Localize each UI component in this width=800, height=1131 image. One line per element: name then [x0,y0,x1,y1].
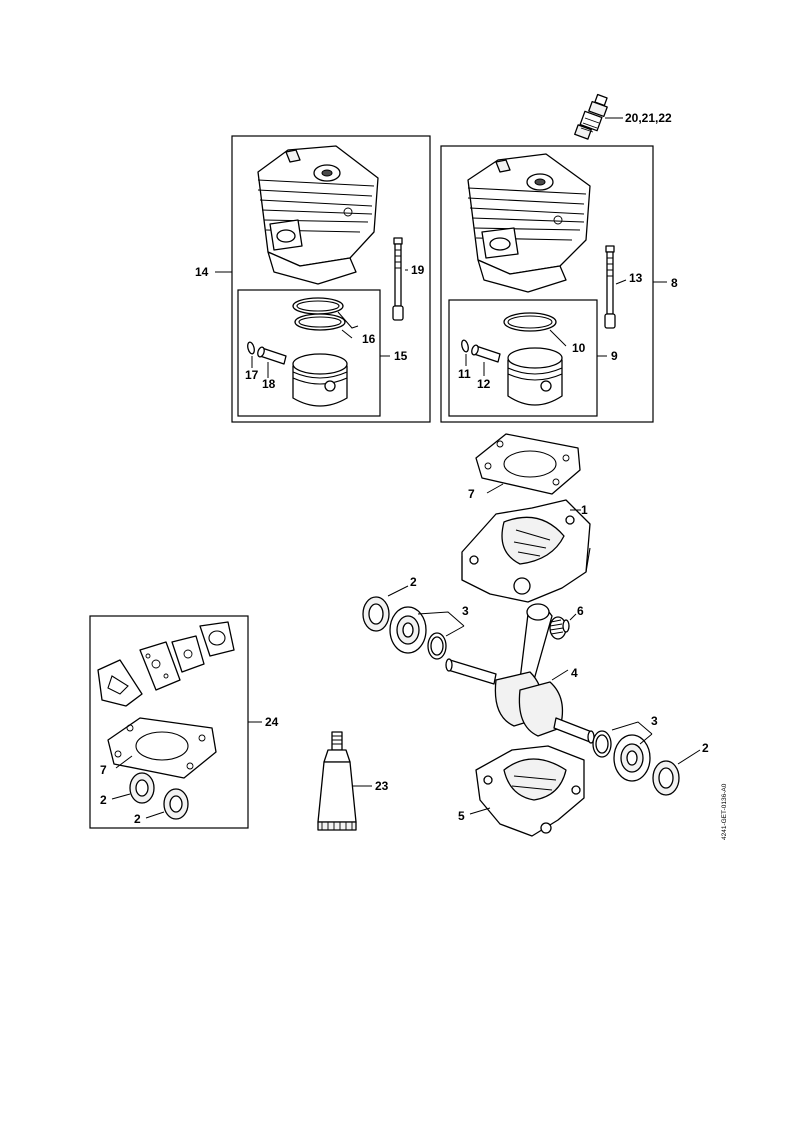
label-9: 9 [611,349,618,363]
piston-left[interactable] [292,353,348,407]
piston-rings-16[interactable] [292,297,346,331]
box-piston-kit-9 [448,299,598,417]
box-cylinder-assembly-8 [440,145,654,423]
label-3a: 3 [462,604,469,618]
label-13: 13 [629,271,643,285]
circlip-17[interactable] [247,341,256,355]
label-7a: 7 [468,487,475,501]
gasket-set-items[interactable] [97,621,235,779]
cylinder-screw-13[interactable] [604,245,616,329]
oil-seal-2-lower[interactable] [652,760,680,796]
crankshaft-4[interactable] [445,603,595,744]
label-2c: 2 [100,793,107,807]
label-6: 6 [577,604,584,618]
washer-3-lower[interactable] [592,730,612,758]
label-1: 1 [581,503,588,517]
piston-ring-10[interactable] [503,312,557,332]
oil-seal-2-set-b[interactable] [163,788,189,820]
label-5: 5 [458,809,465,823]
label-8: 8 [671,276,678,290]
label-16: 16 [362,332,376,346]
label-10: 10 [572,341,586,355]
cylinder-8[interactable] [467,153,591,293]
label-7b: 7 [100,763,107,777]
label-23: 23 [375,779,389,793]
label-2a: 2 [410,575,417,589]
label-18: 18 [262,377,276,391]
ball-bearing-3-upper[interactable] [389,606,427,654]
washer-3-upper[interactable] [427,632,447,660]
label-19: 19 [411,263,425,277]
label-2b: 2 [702,741,709,755]
label-12: 12 [477,377,491,391]
label-20-21-22: 20,21,22 [625,111,672,125]
label-2d: 2 [134,812,141,826]
crankcase-half-1[interactable] [461,499,591,603]
piston-right[interactable] [507,347,563,406]
piston-pin-12[interactable] [471,344,501,363]
box-cylinder-assembly-14 [231,135,431,423]
drawing-code: 4241-GET-0136-A0 [721,783,728,840]
cylinder-gasket-7-top[interactable] [475,433,581,495]
spark-plug[interactable] [574,93,608,140]
label-17: 17 [245,368,259,382]
circlip-11[interactable] [461,339,470,353]
grease-tube-23[interactable] [317,731,357,831]
needle-cage-6[interactable] [549,616,570,640]
oil-seal-2-upper[interactable] [362,596,390,632]
ball-bearing-3-lower[interactable] [613,734,651,782]
label-4: 4 [571,666,578,680]
crankcase-half-5[interactable] [475,745,585,837]
label-15: 15 [394,349,408,363]
piston-pin-18[interactable] [257,346,287,365]
cylinder-14[interactable] [257,145,379,285]
label-3b: 3 [651,714,658,728]
box-piston-kit-15 [237,289,381,417]
cylinder-screw-19[interactable] [392,237,404,321]
oil-seal-2-set-a[interactable] [129,772,155,804]
label-11: 11 [458,367,471,381]
label-24: 24 [265,715,279,729]
label-14: 14 [195,265,209,279]
